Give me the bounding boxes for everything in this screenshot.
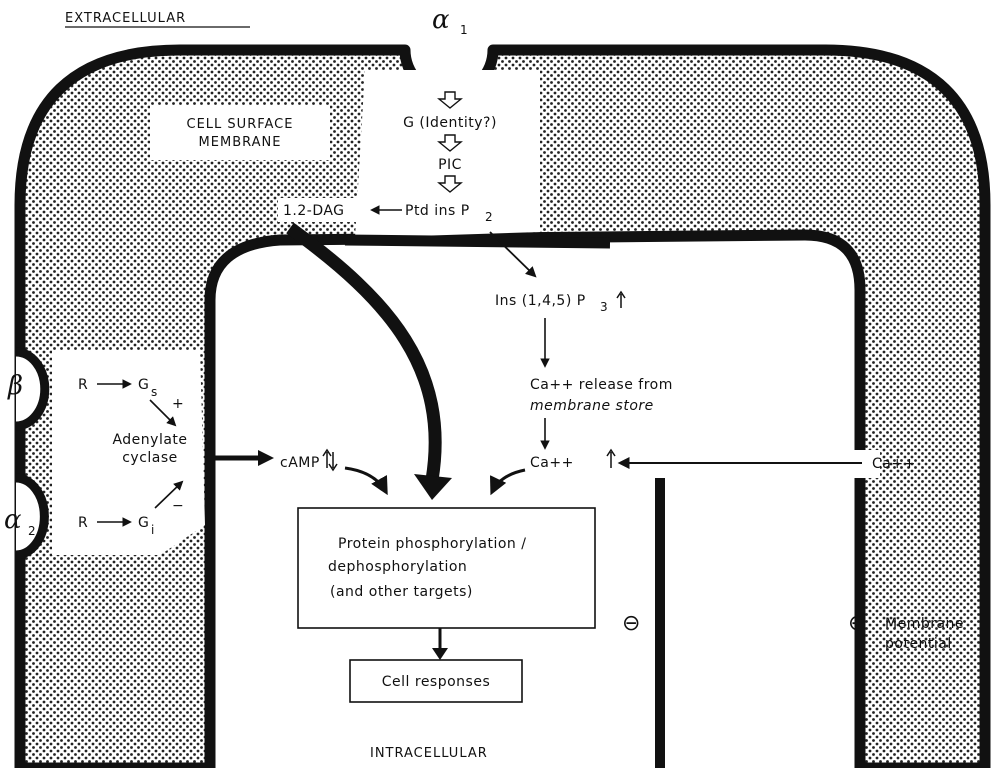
ca-extracellular-label: Ca++ <box>872 456 916 472</box>
membrane-label-line1: CELL SURFACE <box>187 117 294 132</box>
receptor-r-bottom: R <box>78 515 88 531</box>
positive-sign-icon: ⊕ <box>848 611 866 636</box>
alpha2-receptor-label: α <box>4 505 22 535</box>
membrane-label-line2: MEMBRANE <box>199 135 282 150</box>
dag-to-protein-arrow <box>290 228 435 480</box>
ca-release-line1: Ca++ release from <box>530 377 673 393</box>
gs-label: G <box>138 377 149 393</box>
alpha2-subscript: 2 <box>28 524 36 538</box>
ptd-ins-subscript: 2 <box>485 210 493 224</box>
protein-box-line2: dephosphorylation <box>328 559 467 575</box>
gi-minus-sign: − <box>172 498 184 514</box>
membrane-potential-line2: potential <box>885 636 952 652</box>
cell-responses-label: Cell responses <box>382 674 491 690</box>
extracellular-label: EXTRACELLULAR <box>65 11 186 26</box>
g-identity-label: G (Identity?) <box>403 115 497 131</box>
protein-box-line3: (and other targets) <box>330 584 473 600</box>
gi-subscript: i <box>151 523 154 537</box>
negative-sign-icon: ⊖ <box>622 611 640 636</box>
membrane-potential-line1: Membrane <box>885 616 964 632</box>
pic-label: PIC <box>438 157 462 173</box>
protein-box-line1: Protein phosphorylation / <box>338 536 526 552</box>
alpha1-receptor-label: α <box>432 5 450 35</box>
beta-receptor-label: β <box>7 371 23 401</box>
ca-intracellular-label: Ca++ <box>530 455 574 471</box>
gs-subscript: s <box>151 385 157 399</box>
ca-release-line2: membrane store <box>530 398 654 414</box>
ptd-ins-label: Ptd ins P <box>405 203 470 219</box>
alpha1-subscript: 1 <box>460 23 468 37</box>
camp-label: cAMP <box>280 455 320 471</box>
dag-label: 1.2-DAG <box>283 203 345 219</box>
adenylate-line1: Adenylate <box>112 432 187 448</box>
up-arrow-icon <box>607 450 615 468</box>
ins-p3-subscript: 3 <box>600 300 608 314</box>
intracellular-label: INTRACELLULAR <box>370 746 488 761</box>
adenylate-line2: cyclase <box>122 450 178 466</box>
receptor-r-top: R <box>78 377 88 393</box>
ins-p3-label: Ins (1,4,5) P <box>495 293 586 309</box>
gs-plus-sign: + <box>172 396 184 412</box>
up-arrow-icon <box>617 292 625 308</box>
gi-label: G <box>138 515 149 531</box>
